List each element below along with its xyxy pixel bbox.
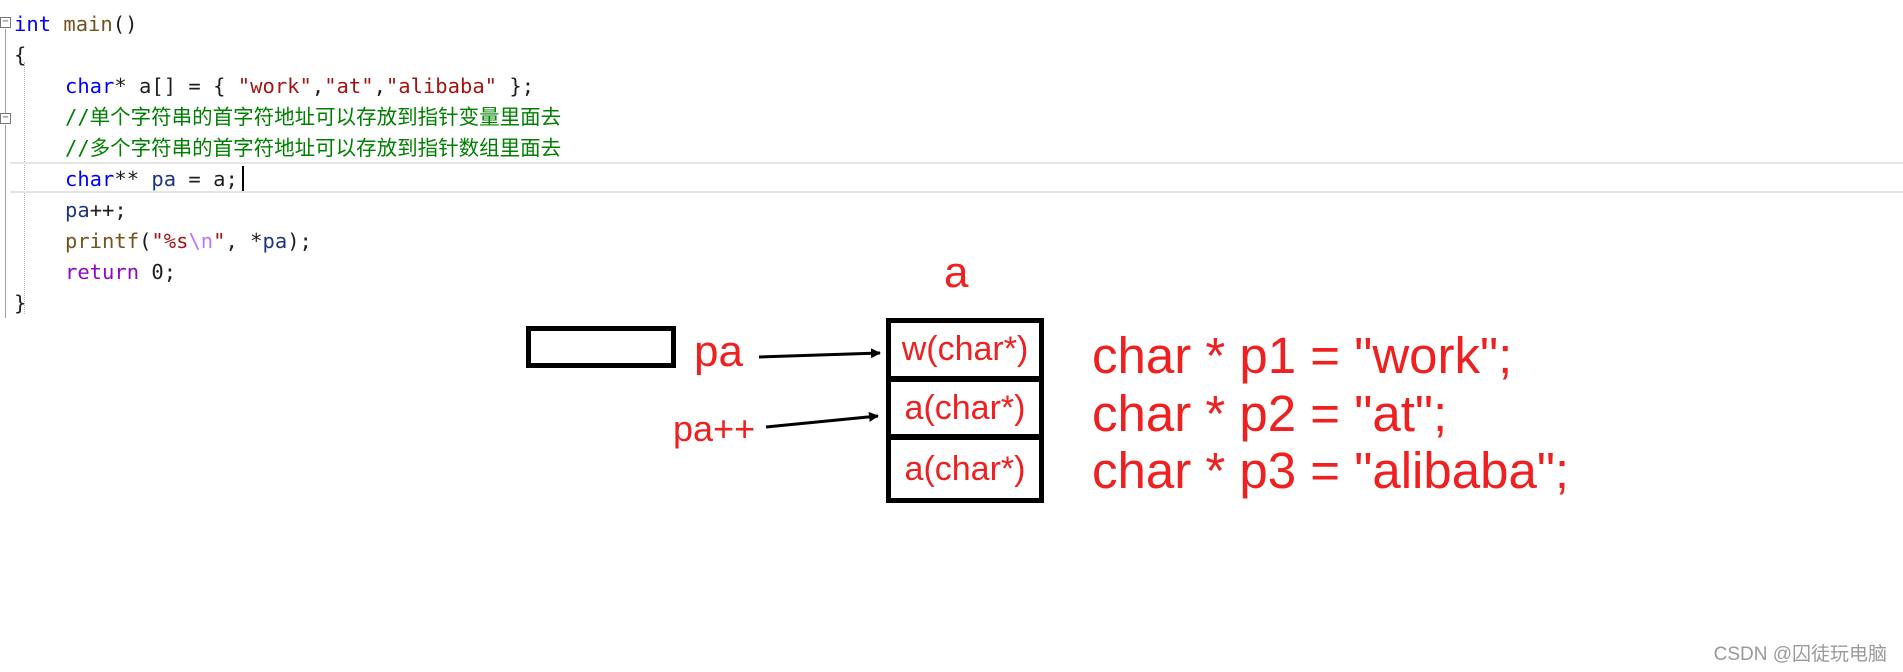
code-line[interactable]: {	[14, 40, 26, 71]
declaration-text: char * p2 = "at";	[1092, 385, 1448, 442]
identifier: pa	[262, 229, 288, 253]
code-text: ++;	[89, 198, 127, 222]
comma: ,	[373, 74, 386, 98]
pointer-box	[526, 326, 676, 368]
indent-guide	[24, 62, 25, 314]
code-line[interactable]: pa++;	[65, 195, 127, 226]
code-text: );	[287, 229, 312, 253]
code-line[interactable]: int main()	[14, 9, 137, 40]
code-editor[interactable]: − − int main() { char* a[] = { "work","a…	[0, 0, 1903, 330]
function-name: printf	[65, 229, 140, 253]
watermark: CSDN @囚徒玩电脑	[1713, 644, 1887, 665]
string-literal: "%s	[151, 229, 189, 253]
code-line[interactable]: char* a[] = { "work","at","alibaba" };	[65, 71, 534, 102]
collapse-main-icon[interactable]: −	[0, 17, 11, 28]
array-label: a	[944, 248, 969, 297]
code-comment[interactable]: //多个字符串的首字符地址可以存放到指针数组里面去	[65, 136, 562, 160]
code-text: (	[139, 229, 152, 253]
collapse-comment-icon[interactable]: −	[0, 113, 11, 124]
string-literal: "work"	[237, 74, 312, 98]
code-text: * a[] = {	[114, 74, 238, 98]
keyword: char	[65, 74, 115, 98]
text-caret	[242, 166, 244, 191]
arrow-pa	[758, 348, 881, 359]
string-literal: "	[213, 229, 226, 253]
pointer-label: pa	[694, 327, 743, 376]
code-text: = a;	[176, 167, 238, 191]
fold-guide	[5, 29, 6, 118]
code-text: **	[114, 167, 152, 191]
keyword: return	[65, 260, 140, 284]
parens: ()	[112, 12, 138, 36]
brace: }	[14, 291, 27, 315]
code-text: , *	[225, 229, 263, 253]
keyword: int	[14, 12, 52, 36]
array-cell: a(char*)	[886, 435, 1044, 503]
code-text: };	[497, 74, 535, 98]
comma: ,	[311, 74, 325, 98]
code-line[interactable]: printf("%s\n", *pa);	[65, 226, 312, 257]
code-line[interactable]: }	[14, 288, 26, 319]
arrow-pa-increment	[765, 411, 879, 429]
pointer-increment-label: pa++	[673, 408, 756, 449]
fold-guide	[5, 125, 6, 318]
string-literal: "alibaba"	[385, 74, 498, 98]
declaration-text: char * p3 = "alibaba";	[1092, 442, 1570, 499]
code-line[interactable]: return 0;	[65, 257, 176, 288]
escape-sequence: \n	[188, 229, 214, 253]
code-comment[interactable]: //单个字符串的首字符地址可以存放到指针变量里面去	[65, 105, 562, 129]
declaration-text: char * p1 = "work";	[1092, 327, 1513, 384]
keyword: char	[65, 167, 115, 191]
function-name: main	[63, 12, 113, 36]
string-literal: "at"	[324, 74, 374, 98]
brace: {	[14, 43, 27, 67]
identifier: pa	[151, 167, 177, 191]
identifier: pa	[65, 198, 90, 222]
code-text: 0;	[139, 260, 177, 284]
code-line[interactable]: char** pa = a;	[65, 164, 238, 195]
current-line-highlight	[10, 162, 1903, 193]
